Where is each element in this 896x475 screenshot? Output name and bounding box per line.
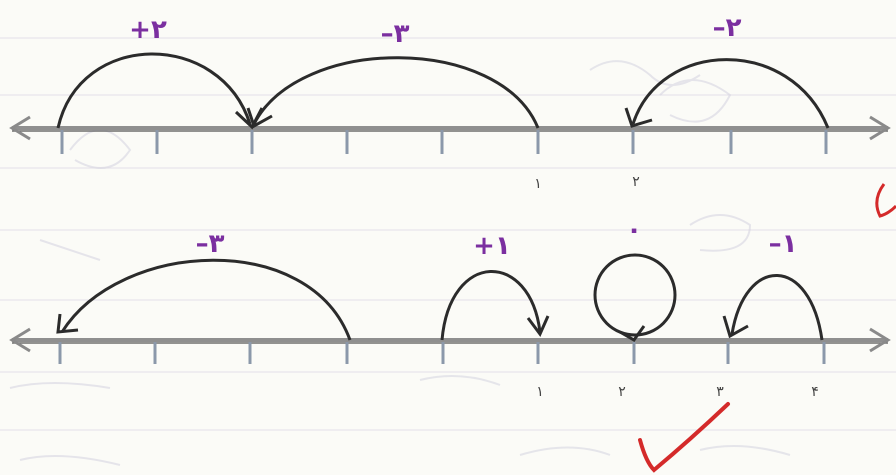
jump-arc-plus2	[56, 52, 252, 129]
arrowhead-icon	[246, 107, 273, 129]
bottom-ticks	[58, 342, 826, 364]
bottom-number-line: –۳ +۱ ۰ –۱ ۱ ۲ ۳ ۴	[9, 215, 891, 400]
arrowhead-icon	[624, 107, 653, 128]
jump-arc-minus1	[730, 274, 824, 341]
tick-label: ۴	[811, 384, 819, 400]
jump-arc-plus1	[440, 270, 542, 341]
jump-label: –۳	[196, 229, 225, 259]
jump-label: +۱	[473, 231, 511, 261]
tick-label: ۱	[534, 176, 542, 192]
jump-label: –۲	[713, 13, 742, 43]
jump-arc-minus3	[60, 258, 352, 341]
tick-label: ۳	[716, 384, 724, 400]
jump-label: –۱	[769, 229, 798, 259]
bleed-through	[9, 60, 791, 466]
left-arrowhead-icon	[9, 327, 31, 353]
top-number-line: +۲ –۳ –۲ ۱ ۲	[9, 13, 891, 192]
right-arrowhead-icon	[869, 327, 891, 353]
paper-ruling	[0, 37, 896, 431]
arrowhead-icon	[619, 325, 646, 342]
zero-jump-loop	[593, 253, 677, 337]
tick-label: ۱	[536, 384, 544, 400]
top-ticks	[60, 130, 828, 154]
jump-arc-minus3	[252, 56, 540, 129]
left-arrowhead-icon	[9, 115, 31, 141]
jump-label: ۰	[626, 215, 642, 245]
right-arrowhead-icon	[869, 115, 891, 141]
check-mark-icon	[875, 183, 896, 218]
tick-label: ۲	[632, 174, 640, 190]
check-mark-icon	[638, 402, 730, 473]
arrowhead-icon	[722, 315, 749, 339]
arrowhead-icon	[526, 315, 550, 337]
jump-label: –۳	[381, 19, 410, 49]
jump-label: +۲	[129, 15, 167, 45]
jump-arc-minus2	[631, 58, 830, 129]
arrowhead-icon	[56, 313, 79, 334]
tick-label: ۲	[618, 384, 626, 400]
